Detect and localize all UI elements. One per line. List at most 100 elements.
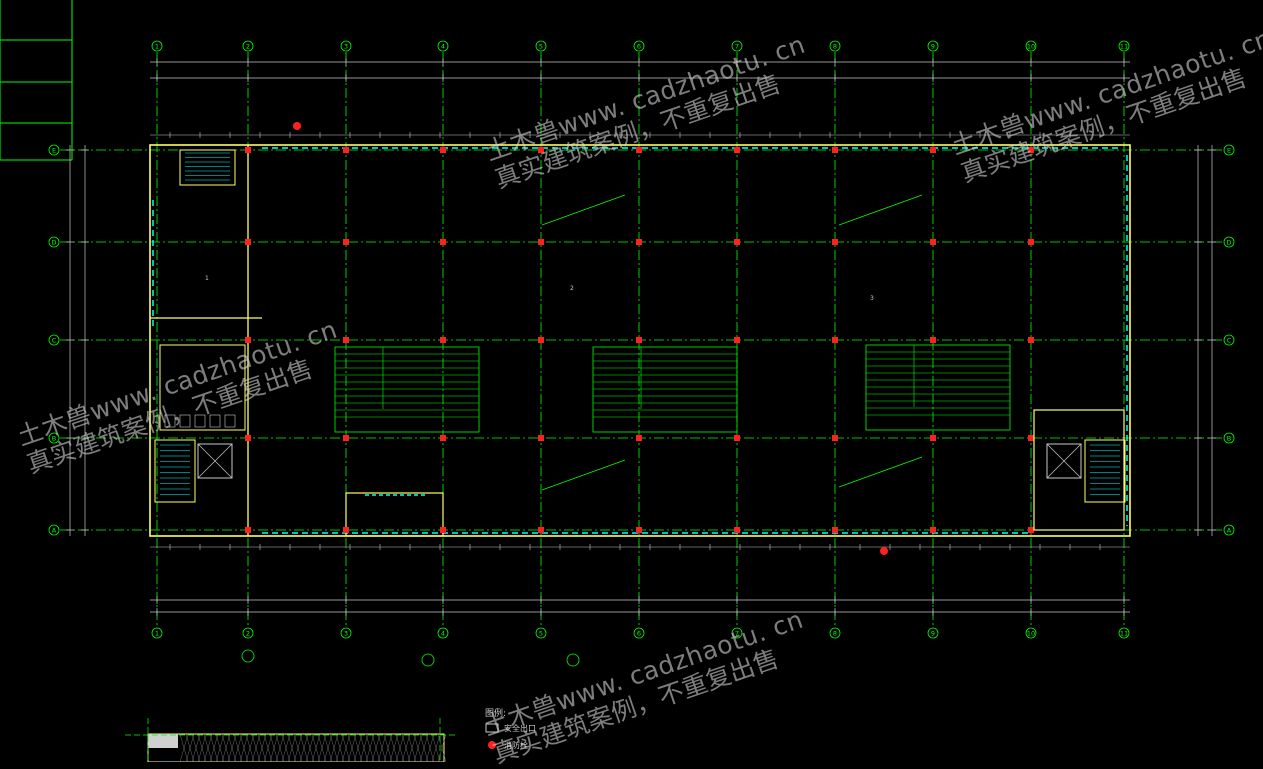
section-outline bbox=[147, 733, 445, 762]
axis-bubble-bottom-6-circle bbox=[633, 627, 645, 639]
axis-bubble-bottom-5-circle bbox=[535, 627, 547, 639]
axis-bubble-left-D-circle bbox=[48, 236, 60, 248]
axis-bubble-top-5-label: 5 bbox=[539, 43, 543, 51]
axis-bubble-right-B-label: B bbox=[1227, 435, 1231, 443]
axis-bubble-top-10-circle bbox=[1025, 40, 1037, 52]
wall-section-detail bbox=[125, 718, 455, 762]
section-hatch bbox=[185, 733, 195, 762]
structural-column bbox=[440, 147, 446, 153]
structural-column bbox=[343, 147, 349, 153]
section-hatch bbox=[299, 733, 309, 762]
section-hatch bbox=[347, 733, 357, 762]
axis-bubble-top-6-label: 6 bbox=[637, 43, 641, 51]
structural-column bbox=[245, 435, 251, 441]
detail-callout-1 bbox=[241, 649, 255, 663]
section-hatch bbox=[293, 733, 303, 762]
legend-exit-icon bbox=[485, 723, 499, 733]
axis-bubble-bottom-7-label: 7 bbox=[735, 630, 739, 638]
fire-hydrant-marker bbox=[880, 547, 888, 555]
structural-column bbox=[734, 147, 740, 153]
section-hatch bbox=[269, 733, 279, 762]
structural-column bbox=[343, 527, 349, 533]
detail-callout-3 bbox=[566, 653, 580, 667]
section-number: 2 bbox=[570, 285, 574, 292]
structural-column bbox=[245, 239, 251, 245]
section-hatch bbox=[239, 733, 249, 762]
toilet-fixture bbox=[224, 414, 236, 428]
structural-column bbox=[440, 337, 446, 343]
axis-bubble-top-11-label: 11 bbox=[1120, 43, 1128, 51]
axis-bubble-top-11-circle bbox=[1118, 40, 1130, 52]
elevator-left bbox=[197, 443, 233, 479]
section-hatch bbox=[281, 733, 291, 762]
service-rooms bbox=[154, 122, 1126, 667]
table-section-middle bbox=[592, 346, 738, 433]
structural-column bbox=[538, 527, 544, 533]
structural-column bbox=[440, 527, 446, 533]
detail-callout-2 bbox=[421, 653, 435, 667]
axis-bubble-right-C-circle bbox=[1223, 334, 1235, 346]
axis-bubble-right-A-label: A bbox=[1227, 527, 1232, 535]
axis-bubble-bottom-1-label: 1 bbox=[155, 630, 159, 638]
section-hatch bbox=[425, 733, 435, 762]
structural-column bbox=[930, 337, 936, 343]
toilet-fixture bbox=[209, 414, 221, 428]
structural-column bbox=[734, 435, 740, 441]
section-hatch bbox=[389, 733, 399, 762]
structural-column bbox=[832, 239, 838, 245]
title-block-frame bbox=[0, 0, 73, 161]
axis-bubble-top-1-circle bbox=[151, 40, 163, 52]
structural-column bbox=[636, 147, 642, 153]
dimension-lines bbox=[66, 58, 1216, 616]
toilet-fixture bbox=[194, 414, 206, 428]
structural-column bbox=[930, 527, 936, 533]
structural-column bbox=[832, 435, 838, 441]
axis-bubble-bottom-9-circle bbox=[927, 627, 939, 639]
axis-bubble-bottom-10-circle bbox=[1025, 627, 1037, 639]
axis-bubble-top-8-circle bbox=[829, 40, 841, 52]
section-hatch bbox=[383, 733, 393, 762]
section-hatch bbox=[419, 733, 429, 762]
leader-line bbox=[541, 459, 626, 491]
structural-column bbox=[832, 147, 838, 153]
structural-column bbox=[734, 337, 740, 343]
structural-column bbox=[538, 337, 544, 343]
section-hatch bbox=[227, 733, 237, 762]
legend-hydrant-icon bbox=[488, 741, 496, 749]
section-hatch bbox=[407, 733, 417, 762]
section-hatch bbox=[275, 733, 285, 762]
section-info-tables bbox=[334, 344, 1011, 433]
section-hatch bbox=[413, 733, 423, 762]
toilet-fixture bbox=[179, 414, 191, 428]
section-hatch bbox=[371, 733, 381, 762]
structural-column bbox=[930, 239, 936, 245]
axis-bubble-top-3-circle bbox=[340, 40, 352, 52]
axis-bubble-right-A-circle bbox=[1223, 524, 1235, 536]
entrance-bay bbox=[345, 492, 444, 537]
structural-column bbox=[245, 337, 251, 343]
axis-bubble-left-B-circle bbox=[48, 432, 60, 444]
legend-item-1: 安全出口 bbox=[504, 723, 536, 733]
axis-bubble-right-C-label: C bbox=[1227, 337, 1232, 345]
section-hatch bbox=[179, 733, 189, 762]
structural-columns bbox=[245, 147, 1034, 533]
section-hatch bbox=[287, 733, 297, 762]
axis-bubble-top-4-label: 4 bbox=[441, 43, 445, 51]
structural-column bbox=[343, 435, 349, 441]
structural-column bbox=[930, 147, 936, 153]
stair-lower-left bbox=[154, 439, 196, 503]
elevator-left-x bbox=[197, 443, 233, 479]
axis-bubble-top-9-label: 9 bbox=[931, 43, 935, 51]
leader-line bbox=[838, 456, 923, 488]
axis-bubble-top-7-label: 7 bbox=[735, 43, 739, 51]
toilet-block bbox=[159, 344, 246, 431]
structural-column bbox=[440, 239, 446, 245]
axis-bubble-bottom-9-label: 9 bbox=[931, 630, 935, 638]
axis-bubble-bottom-2-circle bbox=[242, 627, 254, 639]
section-hatch bbox=[341, 733, 351, 762]
section-hatch bbox=[221, 733, 231, 762]
section-hatch bbox=[263, 733, 273, 762]
structural-column bbox=[245, 527, 251, 533]
axis-bubble-right-B-circle bbox=[1223, 432, 1235, 444]
